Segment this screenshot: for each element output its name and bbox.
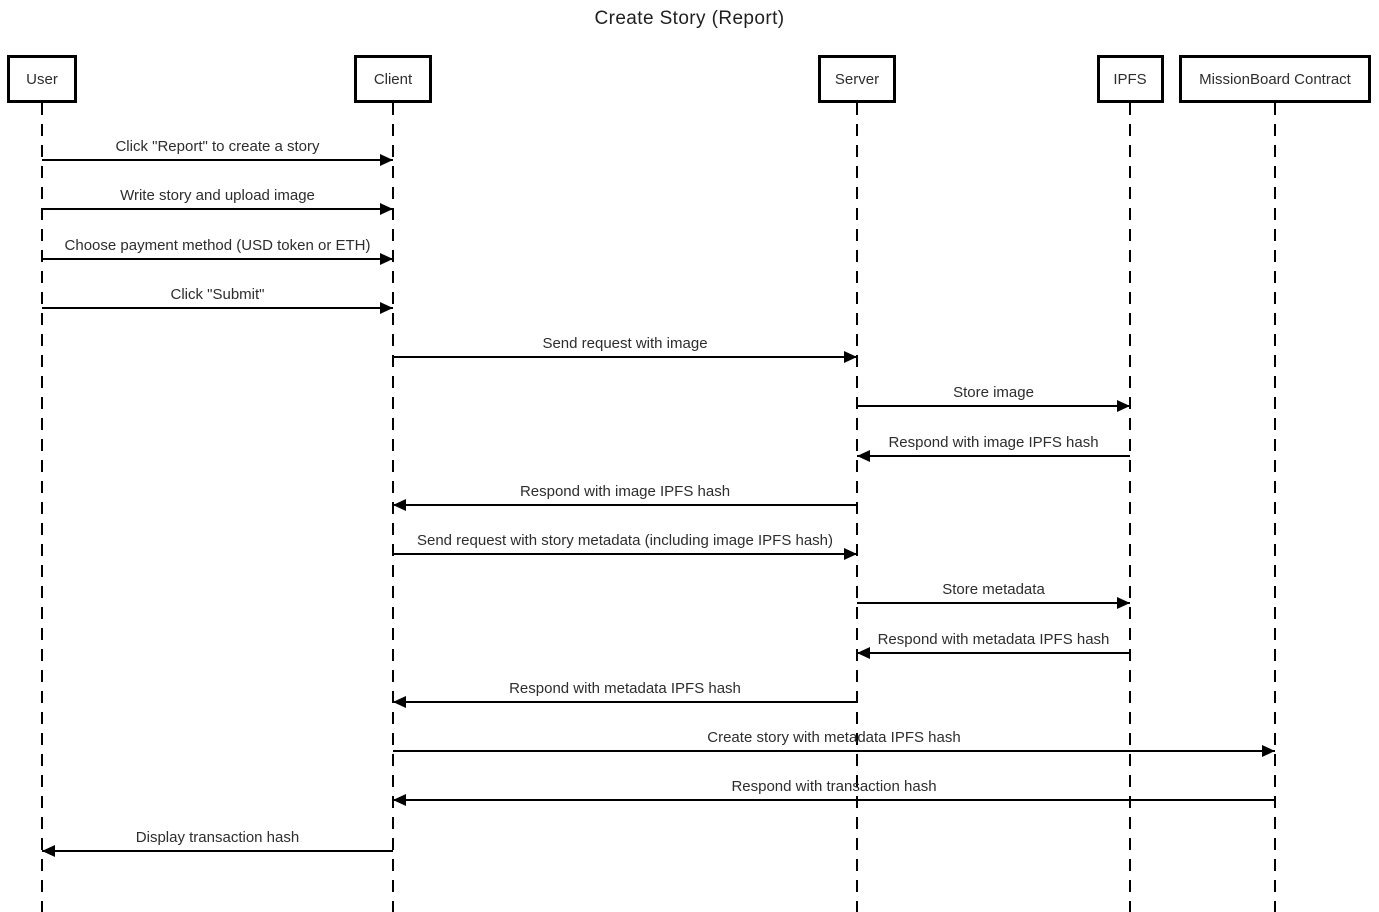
arrowhead-icon bbox=[844, 351, 857, 363]
message-ipfs-to-server: Respond with image IPFS hash bbox=[857, 433, 1130, 462]
message-client-to-missionboard: Create story with metadata IPFS hash bbox=[393, 728, 1275, 757]
message-line bbox=[42, 159, 393, 161]
message-line bbox=[393, 799, 1275, 801]
message-line bbox=[393, 356, 857, 358]
actor-box-server: Server bbox=[818, 55, 896, 103]
message-line bbox=[857, 405, 1130, 407]
actor-label: MissionBoard Contract bbox=[1199, 70, 1351, 88]
message-line bbox=[42, 258, 393, 260]
message-label: Respond with metadata IPFS hash bbox=[509, 680, 741, 697]
message-line bbox=[42, 307, 393, 309]
message-label: Create story with metadata IPFS hash bbox=[707, 729, 961, 746]
message-line bbox=[393, 504, 857, 506]
message-server-to-client: Respond with image IPFS hash bbox=[393, 482, 857, 511]
message-server-to-client: Respond with metadata IPFS hash bbox=[393, 679, 857, 708]
actor-label: Server bbox=[834, 70, 880, 88]
lifeline-missionboard bbox=[1274, 103, 1276, 912]
message-label: Send request with image bbox=[542, 335, 708, 352]
message-label: Send request with story metadata (includ… bbox=[416, 532, 834, 549]
actor-box-user: User bbox=[7, 55, 77, 103]
message-label: Respond with metadata IPFS hash bbox=[877, 631, 1110, 648]
arrowhead-icon bbox=[857, 450, 870, 462]
message-line bbox=[393, 701, 857, 703]
message-label: Click "Submit" bbox=[170, 286, 265, 303]
message-client-to-user: Display transaction hash bbox=[42, 828, 393, 857]
arrowhead-icon bbox=[380, 154, 393, 166]
message-label: Store metadata bbox=[942, 581, 1045, 598]
arrowhead-icon bbox=[1117, 400, 1130, 412]
arrowhead-icon bbox=[42, 845, 55, 857]
message-server-to-ipfs: Store metadata bbox=[857, 580, 1130, 609]
actor-box-missionboard: MissionBoard Contract bbox=[1179, 55, 1371, 103]
arrowhead-icon bbox=[393, 794, 406, 806]
lifeline-ipfs bbox=[1129, 103, 1131, 912]
message-label: Choose payment method (USD token or ETH) bbox=[64, 237, 371, 254]
arrowhead-icon bbox=[380, 302, 393, 314]
message-line bbox=[857, 602, 1130, 604]
actor-box-ipfs: IPFS bbox=[1096, 55, 1164, 103]
arrowhead-icon bbox=[857, 647, 870, 659]
diagram-title: Create Story (Report) bbox=[594, 8, 785, 29]
arrowhead-icon bbox=[380, 253, 393, 265]
message-label: Write story and upload image bbox=[120, 187, 315, 204]
message-line bbox=[42, 850, 393, 852]
message-client-to-server: Send request with image bbox=[393, 334, 857, 363]
message-line bbox=[857, 455, 1130, 457]
actor-box-client: Client bbox=[354, 55, 432, 103]
actor-label: User bbox=[26, 70, 58, 88]
message-user-to-client: Click "Submit" bbox=[42, 285, 393, 314]
message-user-to-client: Write story and upload image bbox=[42, 186, 393, 215]
arrowhead-icon bbox=[393, 499, 406, 511]
message-line bbox=[393, 553, 857, 555]
message-label: Click "Report" to create a story bbox=[115, 138, 320, 155]
message-line bbox=[857, 652, 1130, 654]
message-label: Display transaction hash bbox=[135, 829, 300, 846]
arrowhead-icon bbox=[1262, 745, 1275, 757]
lifeline-user bbox=[41, 103, 43, 912]
message-missionboard-to-client: Respond with transaction hash bbox=[393, 777, 1275, 806]
message-ipfs-to-server: Respond with metadata IPFS hash bbox=[857, 630, 1130, 659]
arrowhead-icon bbox=[393, 696, 406, 708]
arrowhead-icon bbox=[1117, 597, 1130, 609]
lifeline-server bbox=[856, 103, 858, 912]
actor-label: Client bbox=[373, 70, 413, 88]
message-label: Store image bbox=[953, 384, 1034, 401]
arrowhead-icon bbox=[844, 548, 857, 560]
message-user-to-client: Click "Report" to create a story bbox=[42, 137, 393, 166]
arrowhead-icon bbox=[380, 203, 393, 215]
message-label: Respond with image IPFS hash bbox=[888, 434, 1099, 451]
message-line bbox=[42, 208, 393, 210]
message-label: Respond with transaction hash bbox=[731, 778, 937, 795]
message-client-to-server: Send request with story metadata (includ… bbox=[393, 531, 857, 560]
message-label: Respond with image IPFS hash bbox=[519, 483, 731, 500]
message-server-to-ipfs: Store image bbox=[857, 383, 1130, 412]
message-line bbox=[393, 750, 1275, 752]
message-user-to-client: Choose payment method (USD token or ETH) bbox=[42, 236, 393, 265]
actor-label: IPFS bbox=[1113, 70, 1147, 88]
